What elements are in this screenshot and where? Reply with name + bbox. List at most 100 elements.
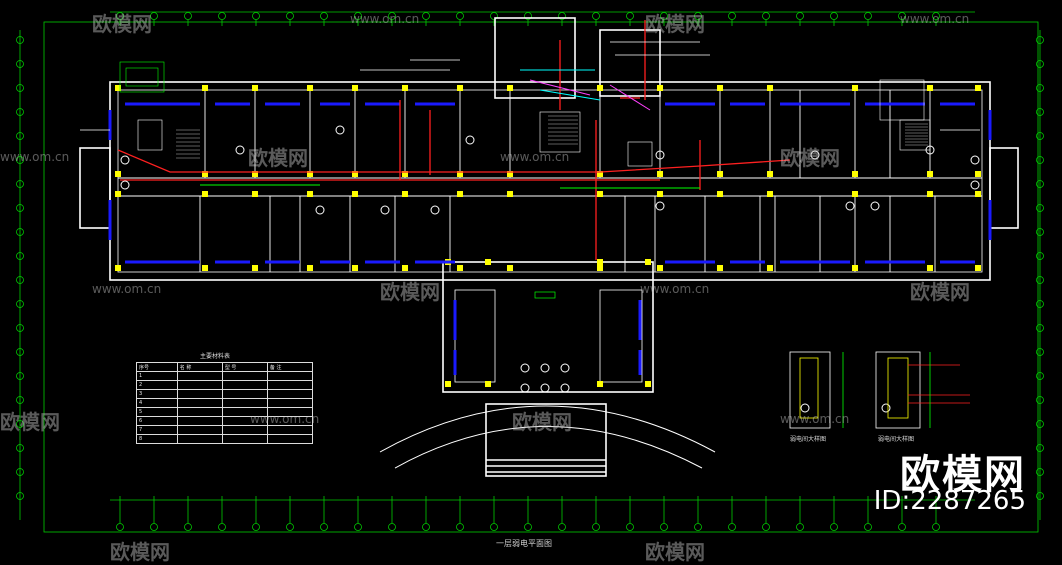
legend-cell: 8: [136, 434, 178, 444]
axis-bubble: [1036, 60, 1044, 68]
legend-cell: [266, 380, 314, 390]
watermark-url: www.om.cn: [0, 150, 70, 164]
axis-bubble: [16, 300, 24, 308]
legend-cell: [176, 380, 223, 390]
legend-row: 3: [136, 389, 314, 399]
axis-bubble: [388, 12, 396, 20]
legend-cell: [176, 434, 223, 444]
axis-bubble: [1036, 228, 1044, 236]
column: [975, 191, 981, 197]
watermark-logo: 欧模网: [512, 410, 572, 434]
axis-bubble: [728, 12, 736, 20]
watermark-logo: 欧模网: [0, 410, 60, 434]
floor-plan-drawing: [16, 11, 1044, 533]
watermark-logo: 欧模网: [780, 146, 840, 170]
axis-bubble: [286, 523, 294, 531]
column: [597, 191, 603, 197]
axis-bubble: [830, 523, 838, 531]
axis-bubble: [558, 12, 566, 20]
watermark-url: www.om.cn: [900, 12, 970, 26]
device-symbol: [380, 205, 390, 215]
legend-cell: 6: [136, 416, 178, 426]
axis-bubble: [864, 523, 872, 531]
column: [115, 171, 121, 177]
column: [852, 191, 858, 197]
legend-row: 1: [136, 371, 314, 381]
device-symbol: [560, 363, 570, 373]
axis-bubble: [592, 12, 600, 20]
axis-bubble: [558, 523, 566, 531]
windows: [108, 102, 992, 375]
axis-bubble: [1036, 372, 1044, 380]
detail-drawings: [789, 351, 970, 429]
axis-bubble: [1036, 36, 1044, 44]
device-symbol: [520, 363, 530, 373]
axis-bubble: [796, 523, 804, 531]
column: [717, 171, 723, 177]
axis-bubble: [796, 12, 804, 20]
column: [457, 85, 463, 91]
watermark-url: www.om.cn: [500, 150, 570, 164]
legend-cell: [176, 425, 223, 435]
column: [115, 85, 121, 91]
column: [927, 265, 933, 271]
axis-bubble: [354, 523, 362, 531]
axis-bubble: [16, 324, 24, 332]
legend-cell: [176, 416, 223, 426]
device-symbol: [970, 155, 980, 165]
legend-header: 型 号: [221, 362, 268, 372]
detail-caption-left: 弱电间大样图: [790, 436, 827, 443]
axis-bubble: [932, 12, 940, 20]
axis-bubble: [456, 523, 464, 531]
legend-cell: 4: [136, 398, 178, 408]
column: [252, 85, 258, 91]
watermark-logo: 欧模网: [92, 12, 152, 36]
device-symbol: [810, 150, 820, 160]
column: [202, 85, 208, 91]
column: [975, 85, 981, 91]
axis-bubble: [524, 12, 532, 20]
legend-cell: 7: [136, 425, 178, 435]
legend-cell: [221, 425, 268, 435]
axis-bubble: [1036, 108, 1044, 116]
column: [767, 171, 773, 177]
column: [975, 171, 981, 177]
column: [115, 191, 121, 197]
column: [597, 259, 603, 265]
device-symbol: [235, 145, 245, 155]
axis-bubble: [218, 523, 226, 531]
column: [485, 381, 491, 387]
legend-cell: 1: [136, 371, 178, 381]
axis-bubble: [864, 12, 872, 20]
axis-bubble: [184, 523, 192, 531]
axis-bubble: [16, 444, 24, 452]
column: [717, 191, 723, 197]
column: [402, 171, 408, 177]
axis-bubble: [16, 492, 24, 500]
axis-bubble: [16, 108, 24, 116]
plan-annotations: [80, 41, 980, 299]
device-symbol: [520, 383, 530, 393]
column: [202, 171, 208, 177]
cable-marks: [200, 69, 700, 189]
column: [597, 171, 603, 177]
column: [352, 171, 358, 177]
device-symbol: [120, 155, 130, 165]
axis-bubble: [422, 523, 430, 531]
axis-bubble: [524, 523, 532, 531]
axis-bubble: [762, 523, 770, 531]
device-symbol: [430, 205, 440, 215]
column: [202, 265, 208, 271]
axis-bubble: [660, 523, 668, 531]
column: [445, 381, 451, 387]
legend-cell: [221, 398, 268, 408]
watermark-logo: 欧模网: [380, 280, 440, 304]
column: [507, 265, 513, 271]
axis-bubble: [1036, 468, 1044, 476]
axis-bubble: [1036, 492, 1044, 500]
axis-bubble: [1036, 444, 1044, 452]
column: [307, 191, 313, 197]
axis-bubble: [16, 228, 24, 236]
column: [402, 265, 408, 271]
axis-bubble: [16, 372, 24, 380]
